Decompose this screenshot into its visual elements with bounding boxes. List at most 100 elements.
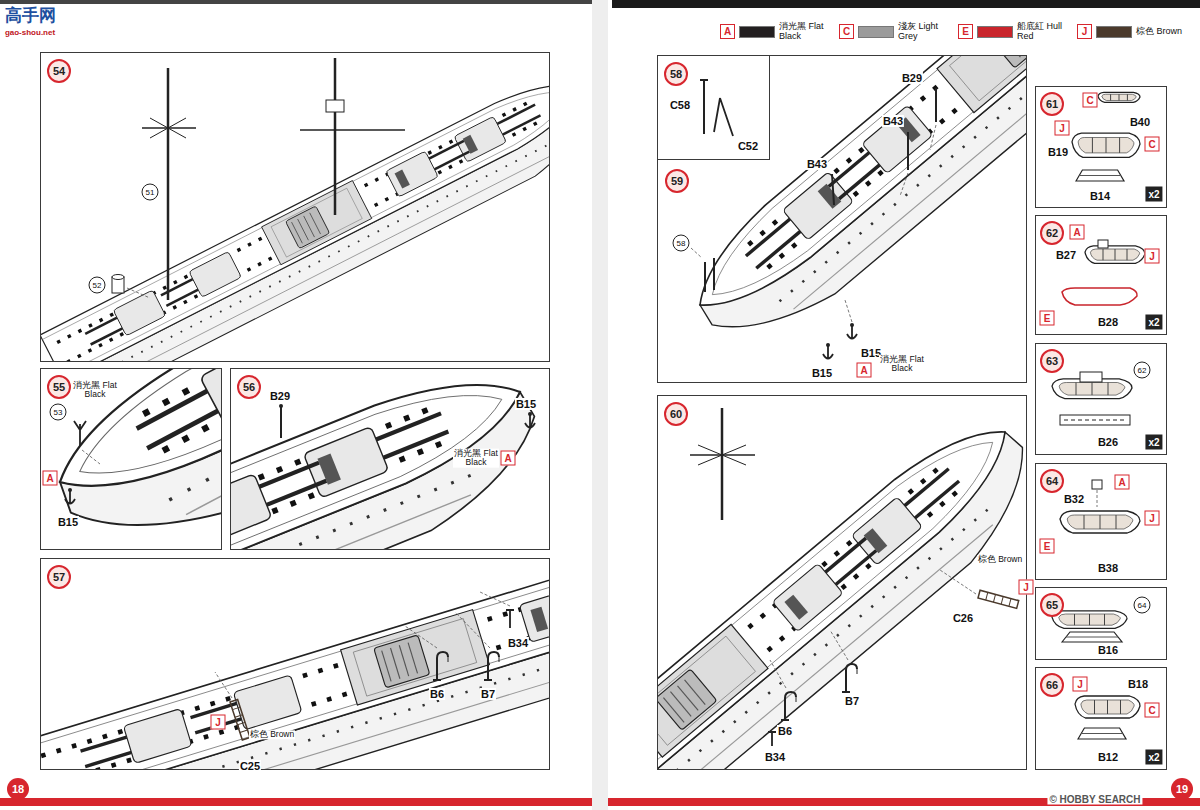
part-number: B19 (1047, 146, 1069, 158)
step-number: 56 (237, 375, 261, 399)
part-number: B34 (764, 751, 786, 763)
part-number: B15 (515, 398, 537, 410)
step-panel: 60 (657, 395, 1027, 770)
parts-step-58 (700, 80, 733, 136)
boat-step-66 (1075, 696, 1140, 739)
step-panel: 54 (40, 52, 550, 362)
paint-note: 棕色 Brown (249, 730, 295, 739)
paint-note: 棕色 Brown (977, 555, 1023, 564)
boat-step-64 (1060, 480, 1140, 533)
quantity-badge: x2 (1145, 435, 1162, 450)
step-number: 65 (1040, 593, 1064, 617)
paint-code: C (1145, 703, 1160, 718)
callout-number: 53 (50, 404, 67, 421)
part-number: C25 (239, 760, 261, 772)
step-panel: 58 (657, 55, 770, 160)
legend-entry: A消光黑 Flat Black (720, 22, 829, 42)
legend-text: 淺灰 Light Grey (898, 22, 948, 42)
legend-text: 船底紅 Hull Red (1017, 22, 1067, 42)
color-swatch (739, 26, 775, 38)
part-number: B7 (480, 688, 496, 700)
step-number: 63 (1040, 349, 1064, 373)
legend-entry: J棕色 Brown (1077, 24, 1186, 39)
part-number: B6 (429, 688, 445, 700)
paint-code: J (1055, 121, 1070, 136)
step-number: 59 (665, 169, 689, 193)
boat-step-65 (1052, 611, 1127, 642)
paint-legend: A消光黑 Flat Black C 淺灰 Light Grey E 船底紅 Hull R… (720, 22, 1186, 42)
paint-code: J (1145, 511, 1160, 526)
quantity-badge: x2 (1145, 187, 1162, 202)
legend-text: 棕色 Brown (1136, 27, 1186, 37)
ship-step-59 (675, 0, 1200, 367)
step-number: 62 (1040, 221, 1064, 245)
callout-number: 64 (1134, 597, 1151, 614)
step-panel: 59 (657, 55, 1027, 383)
boat-step-61 (1072, 92, 1140, 181)
legend-entry: E 船底紅 Hull Red (958, 22, 1067, 42)
watermark: gao-shou.net (5, 29, 55, 38)
step-number: 60 (664, 402, 688, 426)
step-number: 54 (47, 59, 71, 83)
part-number: B6 (777, 725, 793, 737)
legend-entry: C 淺灰 Light Grey (839, 22, 948, 42)
part-number: B32 (1063, 493, 1085, 505)
part-number: B43 (806, 158, 828, 170)
watermark: © HOBBY SEARCH (1047, 794, 1142, 805)
step-panel: 55 (40, 368, 222, 550)
paint-note: 消光黑 Flat Black (72, 381, 118, 400)
page-number: 19 (1171, 778, 1193, 800)
part-number: C26 (952, 612, 974, 624)
watermark: 高手网 (5, 7, 56, 26)
part-number: B7 (844, 695, 860, 707)
step-panel: 57 (40, 558, 550, 770)
paint-code: E (1040, 539, 1055, 554)
step-panel: 56 (230, 368, 550, 550)
part-number: B29 (269, 390, 291, 402)
paint-code: A (501, 451, 516, 466)
paint-code: J (1019, 580, 1034, 595)
boat-step-62 (1062, 240, 1145, 305)
paint-code: A (1070, 225, 1085, 240)
paint-code: C (1083, 93, 1098, 108)
step-number: 58 (664, 62, 688, 86)
part-number: B15 (860, 347, 882, 359)
paint-code: J (211, 715, 226, 730)
paint-code: A (857, 363, 872, 378)
step-number: 61 (1040, 92, 1064, 116)
part-number: B14 (1089, 190, 1111, 202)
step-number: 55 (47, 375, 71, 399)
step-number: 66 (1040, 673, 1064, 697)
part-number: B34 (507, 637, 529, 649)
callout-number: 52 (89, 277, 106, 294)
part-number: C52 (737, 140, 759, 152)
part-number: B15 (57, 516, 79, 528)
step-panel: 63 (1035, 343, 1167, 455)
paint-note: 消光黑 Flat Black (879, 355, 925, 374)
paint-code: A (43, 471, 58, 486)
quantity-badge: x2 (1145, 750, 1162, 765)
callout-number: 62 (1134, 362, 1151, 379)
paint-code: C (839, 24, 854, 39)
paint-code: A (1115, 475, 1130, 490)
part-number: B15 (811, 367, 833, 379)
callout-number: 51 (142, 184, 159, 201)
step-number: 64 (1040, 469, 1064, 493)
step-panel: 65 (1035, 587, 1167, 660)
quantity-badge: x2 (1145, 315, 1162, 330)
part-number: B28 (1097, 316, 1119, 328)
color-swatch (1096, 26, 1132, 38)
legend-text: 消光黑 Flat Black (779, 22, 829, 42)
paint-code: E (958, 24, 973, 39)
ship-step-54 (40, 58, 610, 409)
paint-code: J (1145, 249, 1160, 264)
part-number: B43 (882, 115, 904, 127)
color-swatch (977, 26, 1013, 38)
part-number: B40 (1129, 116, 1151, 128)
paint-code: E (1040, 311, 1055, 326)
part-number: B26 (1097, 436, 1119, 448)
step-panel: 61 (1035, 86, 1167, 208)
